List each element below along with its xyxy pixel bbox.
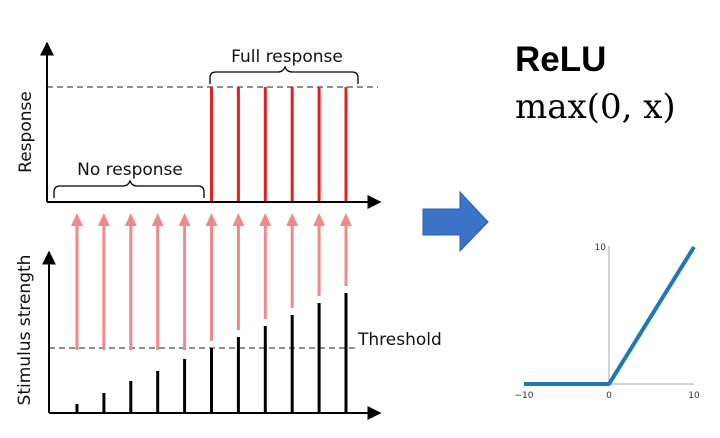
- stimulus-arrow-head-icon: [340, 213, 352, 226]
- stimulus-arrow-head-icon: [286, 213, 299, 226]
- stimulus-arrow-head-icon: [205, 213, 218, 226]
- blue-right-arrow-icon: [422, 190, 489, 253]
- stimulus-arrow-head-icon: [232, 213, 245, 226]
- stimulus-axis-label: Stimulus strength: [15, 255, 35, 406]
- stimulus-arrow-head-icon: [97, 213, 110, 226]
- full-response-brace: [209, 65, 359, 84]
- response-panel: Response No response Full response: [16, 41, 382, 209]
- y-tick-label: 10: [595, 243, 607, 253]
- relu-plot: −10 0 10 10: [515, 243, 700, 401]
- no-response-brace: [53, 179, 205, 198]
- x-tick-label: 0: [606, 391, 612, 401]
- stimulus-arrow-head-icon: [71, 213, 83, 226]
- relu-curve: [524, 245, 696, 386]
- stimulus-arrow-head-icon: [313, 213, 326, 226]
- stimulus-arrow-head-icon: [151, 213, 164, 226]
- stimulus-arrow-head-icon: [124, 213, 137, 226]
- response-axis-label: Response: [16, 91, 36, 173]
- stimulus-panel: Stimulus strength Threshold: [15, 213, 442, 420]
- stimulus-arrow-head-icon: [259, 213, 272, 226]
- stimulus-arrow-head-icon: [178, 213, 191, 226]
- x-tick-label: −10: [515, 391, 534, 401]
- threshold-label: Threshold: [357, 330, 442, 350]
- relu-formula: max(0, x): [515, 87, 676, 127]
- x-tick-label: 10: [688, 391, 700, 401]
- no-response-label: No response: [77, 160, 183, 180]
- full-response-label: Full response: [231, 47, 343, 67]
- relu-title: ReLU: [515, 40, 606, 79]
